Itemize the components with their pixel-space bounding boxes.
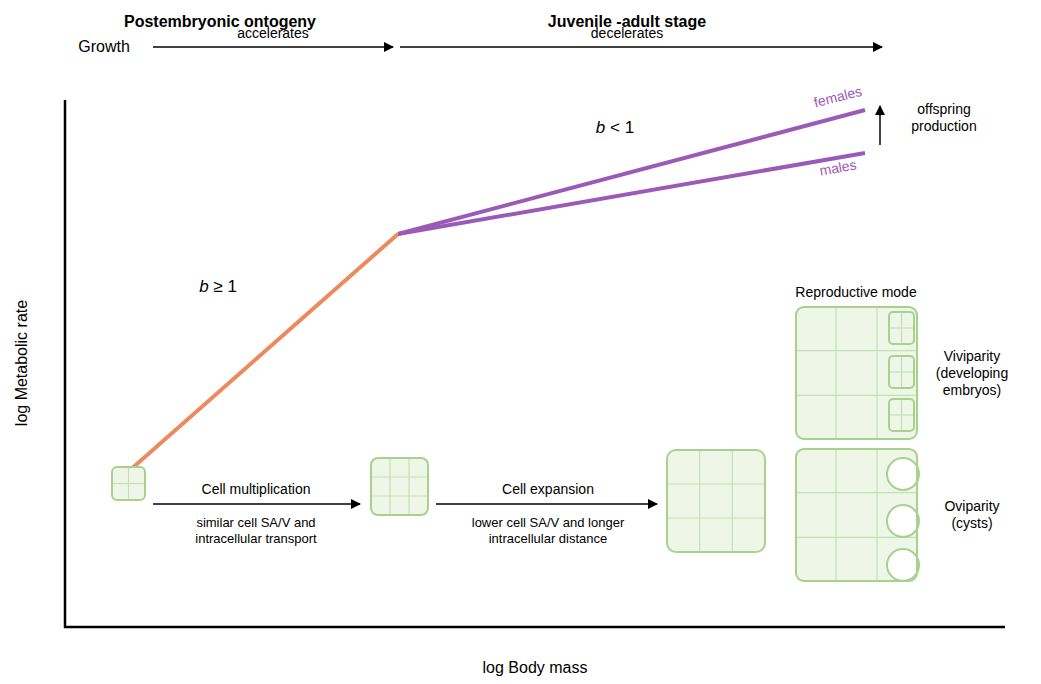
cell-wall <box>372 495 427 496</box>
growth-trend: decelerates <box>591 25 663 42</box>
cell-wall <box>796 492 917 493</box>
label-text: lower cell SA/V and longer intracellular… <box>472 515 624 546</box>
process-note: lower cell SA/V and longer intracellular… <box>453 515 643 546</box>
cell-wall <box>389 459 390 514</box>
cell-box <box>889 356 914 388</box>
label-text: similar cell SA/V and intracellular tran… <box>195 515 316 546</box>
label-text: Growth <box>78 38 130 55</box>
label-text: decelerates <box>591 25 663 41</box>
offspring-note: offspring production <box>904 101 984 135</box>
mode-label: Oviparity (cysts) <box>928 498 1016 532</box>
cell-box <box>667 450 765 552</box>
cell-wall <box>876 307 877 439</box>
cell-wall <box>796 395 917 396</box>
axis-title: log Body mass <box>483 658 588 677</box>
cell-illustration <box>112 306 919 582</box>
cell-box <box>889 312 914 344</box>
cell-wall <box>732 451 733 551</box>
cell-wall <box>796 350 917 351</box>
cell-box <box>112 467 145 500</box>
reproductive-mode-box: Oviparity (cysts) <box>795 448 918 582</box>
scaling-lines <box>129 110 865 471</box>
mode-label: Viviparity (developing embryos) <box>928 348 1016 398</box>
label-text: log Body mass <box>483 659 588 676</box>
line-label: females <box>812 83 864 111</box>
label-text: log Metabolic rate <box>13 300 30 426</box>
label-text: Reproductive mode <box>795 284 916 300</box>
cell-wall <box>408 459 409 514</box>
cell-wall <box>890 327 913 328</box>
cell-box <box>889 399 914 431</box>
cell-wall <box>668 517 764 518</box>
axis-title: log Metabolic rate <box>12 300 31 426</box>
process-label: Cell expansion <box>502 481 594 498</box>
label-text: b ≥ 1 <box>199 277 237 297</box>
label-text: Cell expansion <box>502 481 594 497</box>
process-note: similar cell SA/V and intracellular tran… <box>167 515 345 546</box>
growth-arrows <box>153 47 882 504</box>
growth-trend: accelerates <box>237 25 309 42</box>
cell-wall <box>372 476 427 477</box>
cyst <box>887 549 919 581</box>
cell-wall <box>835 307 836 439</box>
cell-wall <box>876 449 877 581</box>
slope-label: b ≥ 1 <box>199 277 237 297</box>
slope-label: b < 1 <box>596 118 634 138</box>
label-text: accelerates <box>237 25 309 41</box>
label-text: b < 1 <box>596 118 634 138</box>
label-text: Cell multiplication <box>202 481 311 497</box>
cell-wall <box>699 451 700 551</box>
cell-wall <box>890 414 913 415</box>
cell-wall <box>835 449 836 581</box>
cyst <box>887 458 919 490</box>
cell-box <box>795 448 918 582</box>
growth-label: Growth <box>78 37 130 56</box>
label-text: females <box>812 83 863 110</box>
process-label: Cell multiplication <box>202 481 311 498</box>
axes <box>64 100 1005 628</box>
cell-wall <box>113 483 144 484</box>
cell-wall <box>890 371 913 372</box>
section-label: Reproductive mode <box>795 284 916 301</box>
cell-box <box>795 306 918 440</box>
cell-box <box>371 458 428 515</box>
label-text: offspring production <box>911 101 976 134</box>
reproductive-mode-box: Viviparity (developing embryos) <box>795 306 918 440</box>
cyst <box>887 505 919 537</box>
cell-wall <box>668 483 764 484</box>
